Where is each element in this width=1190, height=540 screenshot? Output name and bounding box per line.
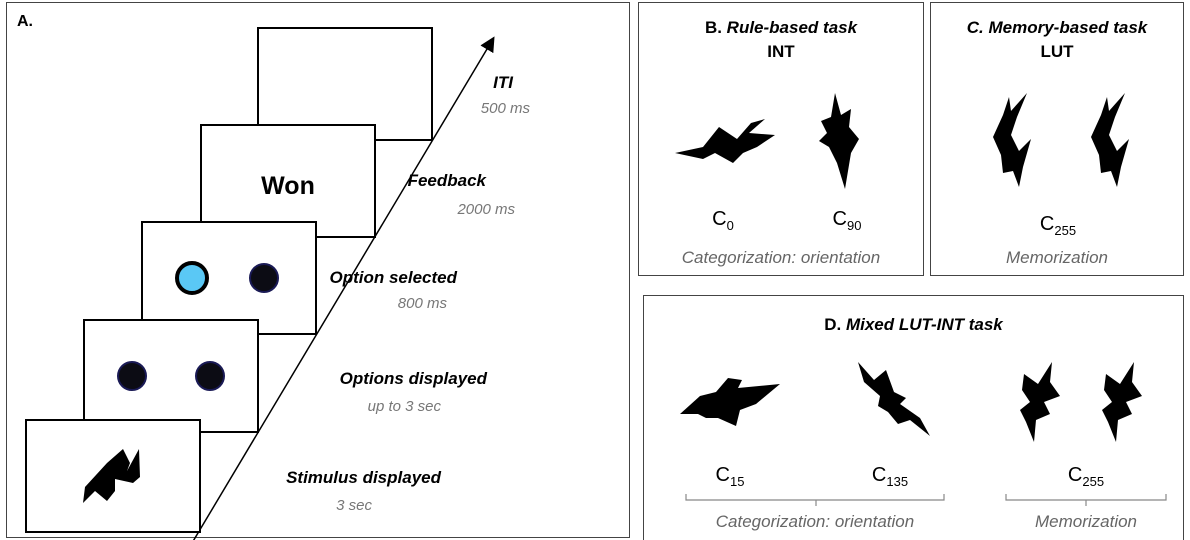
option-selected-screen <box>141 221 317 335</box>
step-time-iti: 500 ms <box>480 100 530 117</box>
step-time-options-displayed: up to 3 sec <box>367 398 441 415</box>
feedback-screen: Won <box>200 124 376 238</box>
step-time-option-selected: 800 ms <box>397 295 447 312</box>
stimulus-c255-mixed-shape-right <box>1102 362 1142 442</box>
panel-d-label: D. <box>824 315 842 334</box>
memorization-bracket <box>1005 494 1167 506</box>
step-title-options-displayed: Options displayed <box>339 369 487 388</box>
stimulus-shape <box>83 449 140 503</box>
unselected-option-dot <box>249 263 279 293</box>
c0-label: C0 <box>712 208 734 233</box>
panel-c-memory-based-task: C. Memory-based task LUT C255 Memorizati… <box>930 2 1184 276</box>
panel-d-footer-left: Categorization: orientation <box>715 512 915 531</box>
panel-d-title: D. Mixed LUT-INT task <box>644 314 1183 336</box>
panel-b-footer: Categorization: orientation <box>681 248 881 267</box>
step-title-feedback: Feedback <box>407 171 486 190</box>
panel-b-rule-based-task: B. Rule-based task INT C0 C90 Categoriza… <box>638 2 924 276</box>
panel-c-footer: Memorization <box>1005 248 1109 267</box>
feedback-text: Won <box>261 172 315 200</box>
stimulus-c90-shape <box>819 93 859 189</box>
panel-d-footer-right: Memorization <box>1034 512 1138 531</box>
panel-b-subtitle: INT <box>767 42 795 61</box>
stimulus-c0-shape <box>675 119 775 163</box>
panel-c-subtitle: LUT <box>1040 42 1074 61</box>
c255-label: C255 <box>1039 213 1077 238</box>
stimulus-screen <box>25 419 201 533</box>
stimulus-c255-mixed-shape-left <box>1020 362 1060 442</box>
panel-c-title-text: Memory-based task <box>988 18 1148 37</box>
panel-c-title: C. Memory-based task <box>931 17 1183 39</box>
panel-d-title-text: Mixed LUT-INT task <box>845 315 1003 334</box>
step-time-stimulus-displayed: 3 sec <box>336 497 372 514</box>
panel-d-mixed-task: D. Mixed LUT-INT task C15 C135 C255 Cate… <box>643 295 1184 540</box>
category-bracket <box>685 494 945 506</box>
iti-screen <box>257 27 433 141</box>
panel-c-label: C. <box>966 18 984 37</box>
c255-mixed-label: C255 <box>1067 464 1105 489</box>
stimulus-c255-shape-right <box>1091 93 1129 187</box>
panel-b-title: B. Rule-based task <box>639 17 923 39</box>
step-title-stimulus-displayed: Stimulus displayed <box>286 468 441 487</box>
panel-a-label: A. <box>17 13 33 30</box>
c135-label: C135 <box>871 464 909 489</box>
c90-label: C90 <box>832 208 862 233</box>
step-time-feedback: 2000 ms <box>457 201 515 218</box>
step-title-option-selected: Option selected <box>329 268 457 287</box>
panel-a-trial-timeline: A. Won ITI 500 ms Feedback 2000 ms Optio… <box>6 2 630 540</box>
timeline-arrow <box>192 36 495 540</box>
selected-option-dot <box>175 261 209 295</box>
c15-label: C15 <box>715 464 745 489</box>
stimulus-c15-shape <box>680 378 780 426</box>
panel-b-label: B. <box>704 18 722 37</box>
option-dot-right <box>195 361 225 391</box>
option-dot-left <box>117 361 147 391</box>
stimulus-c255-shape-left <box>993 93 1031 187</box>
panel-b-title-text: Rule-based task <box>726 18 858 37</box>
step-title-iti: ITI <box>493 73 513 92</box>
options-displayed-screen <box>83 319 259 433</box>
stimulus-c135-shape <box>858 362 930 436</box>
